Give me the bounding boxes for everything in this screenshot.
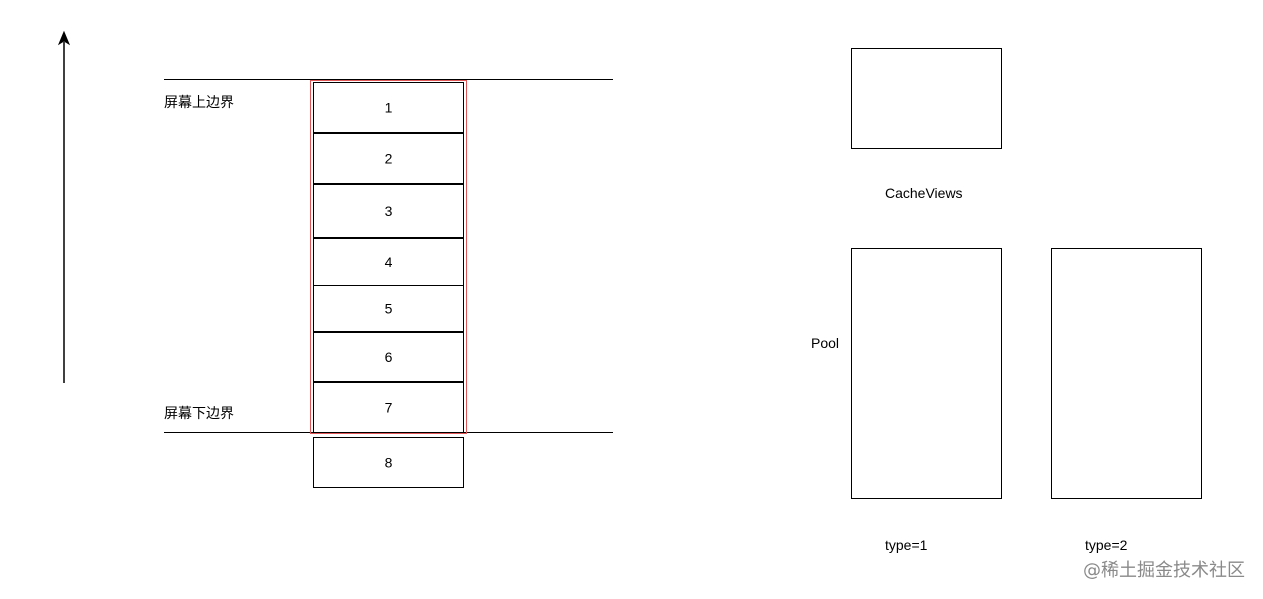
pool-type-1-box: [851, 248, 1002, 499]
list-item-2: 2: [313, 133, 464, 184]
item-list: 1 2 3 4 5 6 7 8: [313, 82, 464, 488]
list-item-8: 8: [313, 437, 464, 488]
list-item-box: [313, 133, 464, 184]
cache-views-label: CacheViews: [885, 185, 963, 201]
list-item-7: 7: [313, 382, 464, 433]
list-item-label: 7: [385, 400, 393, 416]
list-item-box: [313, 437, 464, 488]
cache-views-box: [851, 48, 1002, 149]
list-item-label: 3: [385, 203, 393, 219]
list-item-label: 5: [385, 301, 393, 317]
list-item-box: [313, 82, 464, 133]
list-item-box: [313, 285, 464, 332]
pool-label: Pool: [811, 335, 840, 351]
pool-type-2-box: [1051, 248, 1202, 499]
list-item-box: [313, 332, 464, 382]
list-item-label: 4: [385, 254, 393, 270]
list-item-label: 2: [385, 151, 393, 167]
list-item-5: 5: [313, 285, 464, 332]
list-item-box: [313, 184, 464, 238]
screen-top-label: 屏幕上边界: [164, 94, 234, 110]
visible-area-outline: [310, 80, 467, 434]
pool-type-1-label: type=1: [885, 537, 928, 553]
list-item-box: [313, 382, 464, 433]
list-item-6: 6: [313, 332, 464, 382]
list-item-1: 1: [313, 82, 464, 133]
list-item-label: 6: [385, 349, 393, 365]
list-item-label: 1: [385, 100, 393, 116]
pool-type-2-label: type=2: [1085, 537, 1128, 553]
list-item-label: 8: [385, 455, 393, 471]
arrow-up-icon: [57, 30, 71, 383]
watermark: @稀土掘金技术社区: [1083, 560, 1245, 581]
list-item-4: 4: [313, 238, 464, 286]
screen-bottom-label: 屏幕下边界: [164, 405, 234, 421]
list-item-3: 3: [313, 184, 464, 238]
